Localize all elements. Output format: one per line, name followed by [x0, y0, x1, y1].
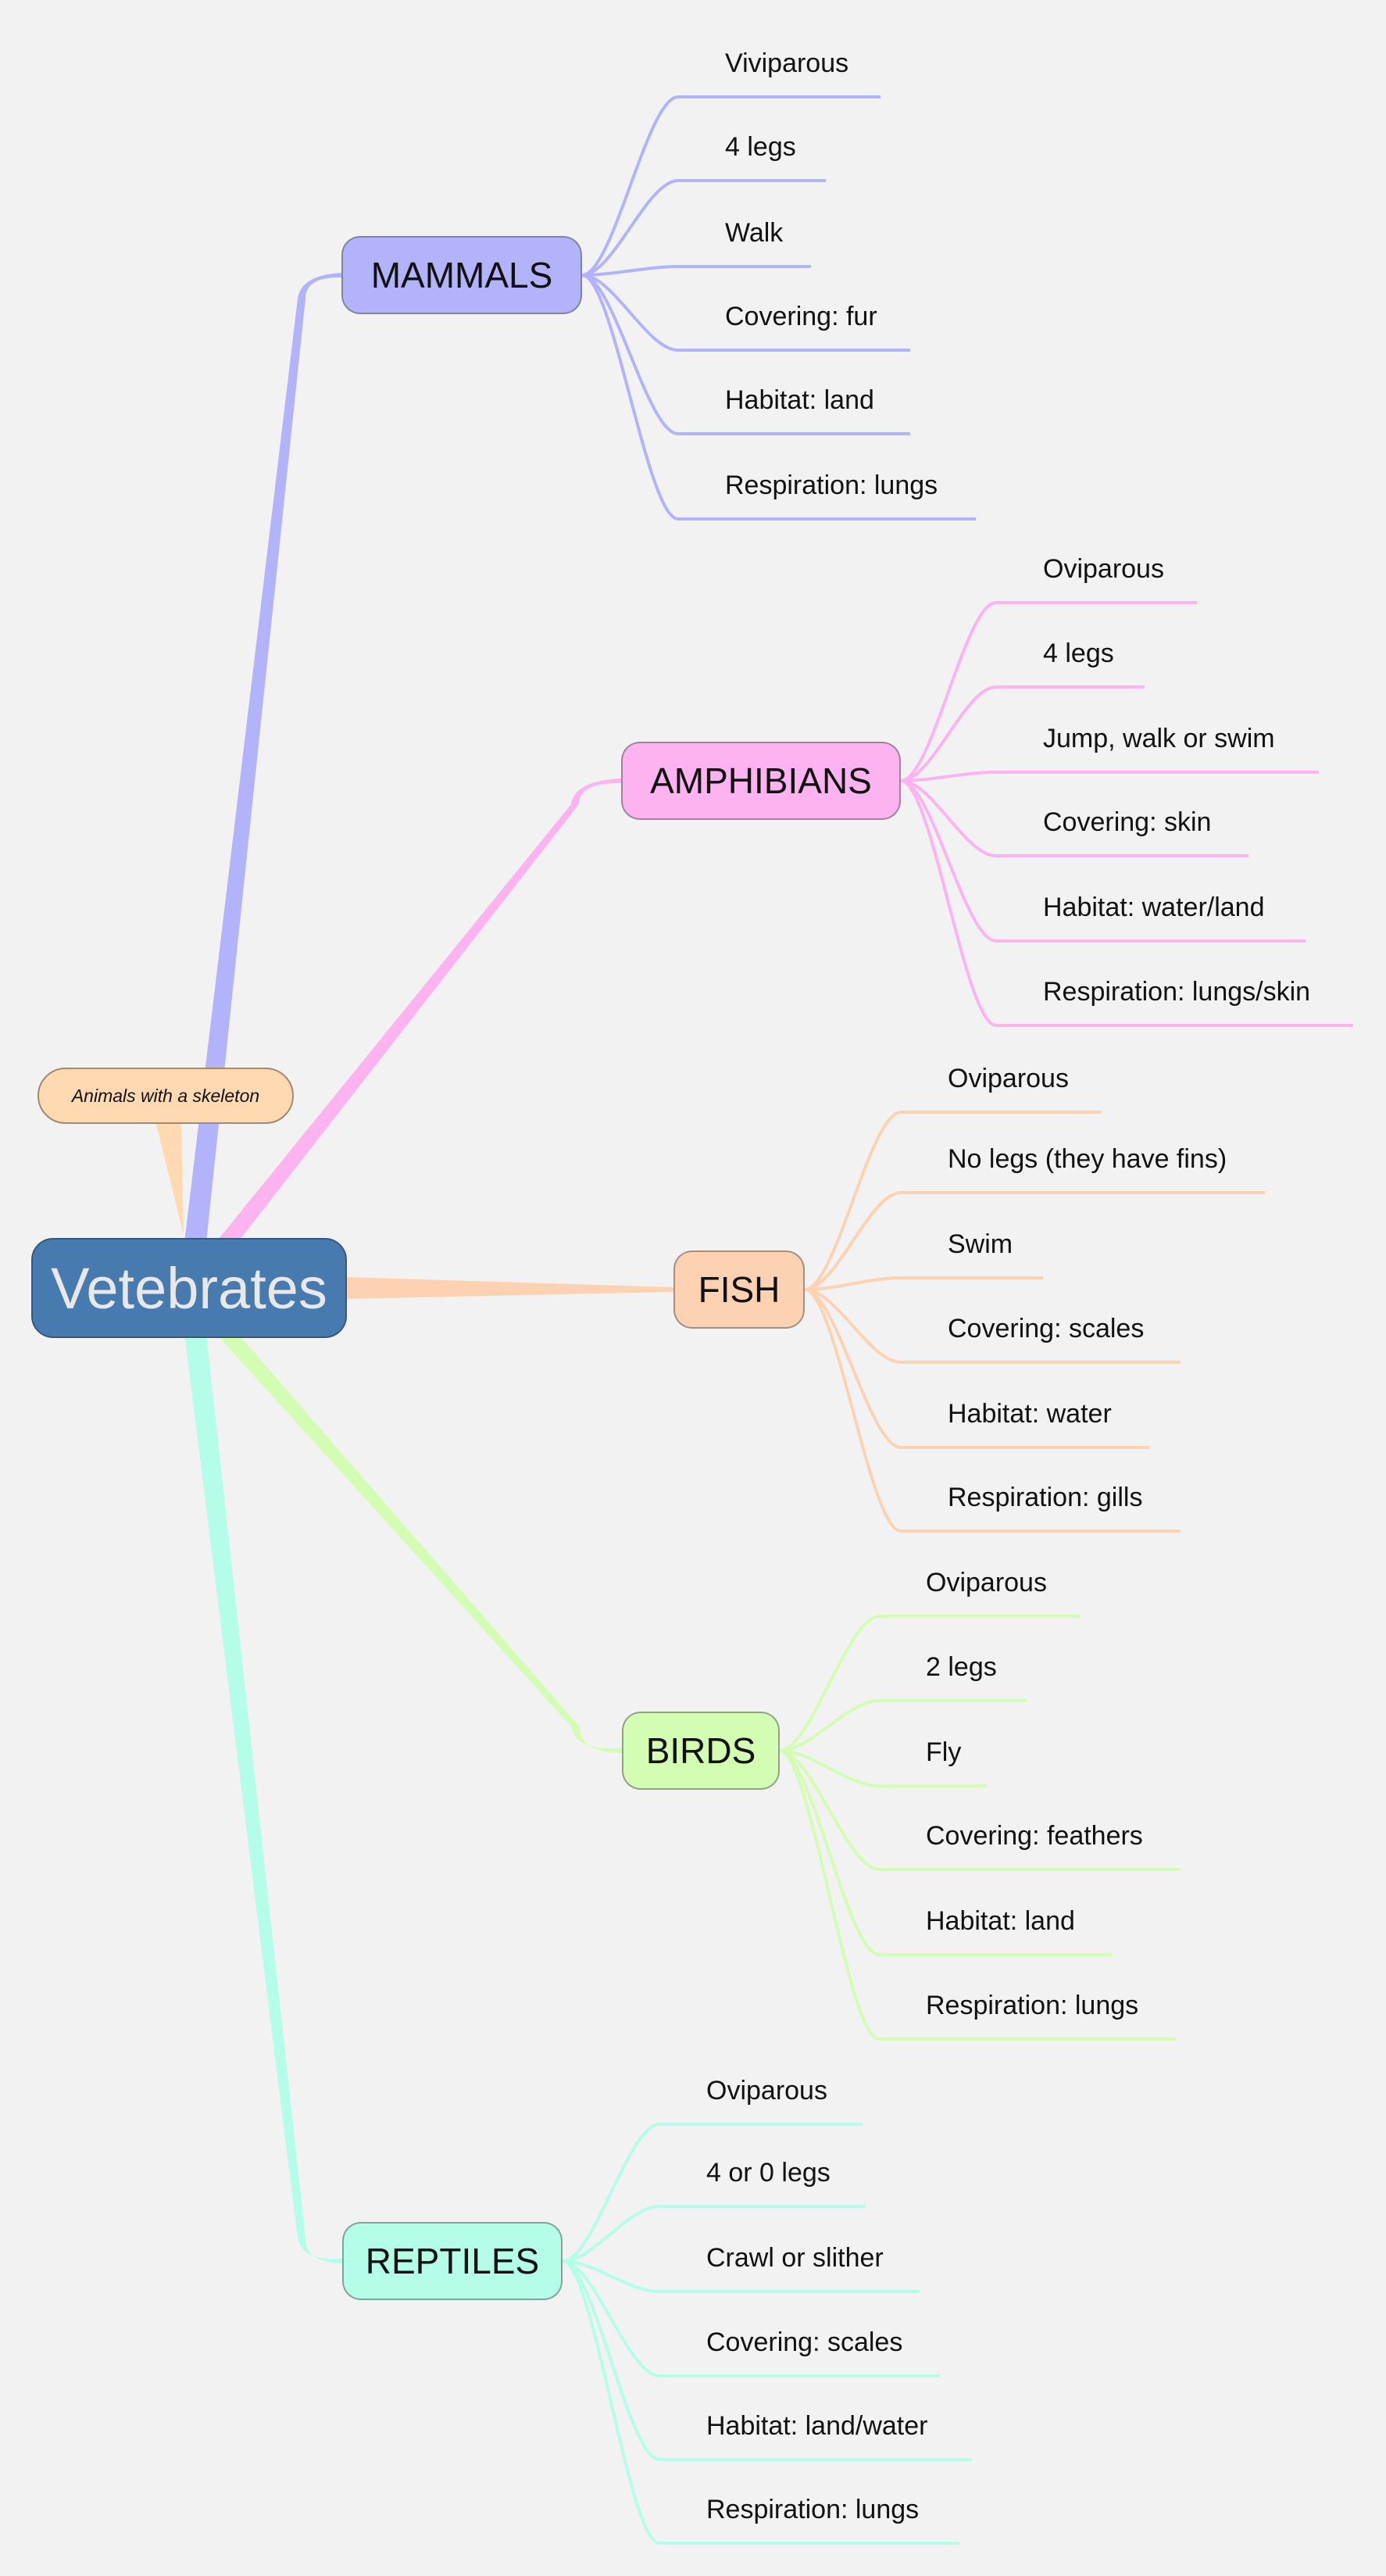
leaf-fish[interactable]: Respiration: gills	[948, 1483, 1143, 1512]
leaf-reptiles[interactable]: Crawl or slither	[706, 2243, 884, 2273]
branch-birds	[216, 1333, 622, 1753]
leaf-reptiles[interactable]: Habitat: land/water	[706, 2411, 928, 2441]
leaf-connector	[804, 1276, 1043, 1291]
leaf-connector	[804, 1288, 1181, 1533]
note-text: Animals with a skeleton	[71, 1085, 260, 1106]
leaf-connector	[804, 1191, 1265, 1291]
leaf-reptiles[interactable]: Covering: scales	[706, 2327, 903, 2357]
leaf-connector	[779, 1699, 1027, 1752]
branch-reptiles	[184, 1333, 342, 2263]
note-pointer	[156, 1124, 184, 1235]
leaf-connector	[562, 2259, 920, 2293]
leaf-amphibians[interactable]: Respiration: lungs/skin	[1043, 977, 1311, 1007]
leaf-birds[interactable]: Fly	[926, 1737, 962, 1767]
leaf-connector	[562, 2205, 866, 2263]
leaf-connector	[562, 2123, 863, 2263]
leaf-reptiles[interactable]: Respiration: lungs	[706, 2495, 920, 2524]
leaf-amphibians[interactable]: Jump, walk or swim	[1043, 724, 1275, 753]
leaf-connector	[804, 1288, 1149, 1449]
leaf-connector	[581, 274, 976, 521]
leaf-amphibians[interactable]: Oviparous	[1043, 554, 1164, 584]
leaf-birds[interactable]: Oviparous	[926, 1568, 1047, 1597]
leaf-connector	[804, 1288, 1181, 1364]
leaf-connector	[779, 1749, 1181, 1871]
leaf-connector	[804, 1111, 1102, 1291]
leaf-connector	[779, 1615, 1081, 1752]
leaf-connector	[581, 274, 910, 352]
leaf-mammals[interactable]: Covering: fur	[725, 302, 877, 331]
leaf-fish[interactable]: Habitat: water	[948, 1399, 1112, 1429]
leaf-connector	[562, 2259, 939, 2377]
leaf-fish[interactable]: Swim	[948, 1229, 1013, 1259]
leaf-reptiles[interactable]: Oviparous	[706, 2076, 827, 2106]
leaf-connector	[900, 601, 1197, 782]
leaf-connector	[562, 2259, 959, 2545]
leaf-birds[interactable]: Habitat: land	[926, 1906, 1075, 1936]
leaf-amphibians[interactable]: 4 legs	[1043, 639, 1114, 668]
leaf-fish[interactable]: No legs (they have fins)	[948, 1144, 1227, 1174]
leaf-mammals[interactable]: Walk	[725, 218, 784, 248]
leaf-connector	[900, 685, 1145, 782]
leaf-mammals[interactable]: Respiration: lungs	[725, 470, 938, 500]
category-label: REPTILES	[365, 2241, 540, 2281]
leaf-connector	[900, 779, 1306, 943]
category-node-mammals[interactable]: MAMMALS	[341, 236, 582, 314]
leaf-fish[interactable]: Oviparous	[948, 1064, 1069, 1093]
root-node[interactable]: Vetebrates	[31, 1238, 347, 1338]
leaf-connector	[900, 771, 1319, 782]
category-label: BIRDS	[645, 1730, 756, 1771]
category-label: AMPHIBIANS	[650, 760, 872, 801]
leaf-mammals[interactable]: Viviparous	[725, 48, 849, 78]
category-node-fish[interactable]: FISH	[673, 1250, 805, 1329]
leaf-connector	[900, 779, 1353, 1027]
leaf-connector	[779, 1749, 1176, 2041]
leaf-connector	[779, 1749, 987, 1787]
leaf-connector	[581, 179, 826, 277]
branch-mammals	[184, 273, 341, 1243]
leaf-birds[interactable]: 2 legs	[926, 1652, 997, 1682]
note-callout[interactable]: Animals with a skeleton	[38, 1068, 294, 1124]
leaf-amphibians[interactable]: Covering: skin	[1043, 807, 1212, 837]
category-node-reptiles[interactable]: REPTILES	[342, 2222, 563, 2300]
leaf-mammals[interactable]: Habitat: land	[725, 385, 874, 415]
leaf-birds[interactable]: Respiration: lungs	[926, 1991, 1139, 2020]
leaf-mammals[interactable]: 4 legs	[725, 132, 796, 162]
leaf-reptiles[interactable]: 4 or 0 legs	[706, 2158, 831, 2188]
branch-fish	[346, 1277, 673, 1299]
leaf-amphibians[interactable]: Habitat: water/land	[1043, 893, 1265, 922]
leaf-birds[interactable]: Covering: feathers	[926, 1821, 1143, 1851]
leaf-connector	[581, 274, 910, 435]
leaf-connector	[581, 265, 811, 277]
category-node-birds[interactable]: BIRDS	[622, 1712, 780, 1790]
category-node-amphibians[interactable]: AMPHIBIANS	[621, 742, 901, 820]
branch-amphibians	[216, 778, 621, 1243]
category-label: FISH	[698, 1269, 781, 1310]
root-label: Vetebrates	[51, 1255, 327, 1321]
category-label: MAMMALS	[370, 255, 553, 295]
leaf-connector	[581, 95, 881, 277]
leaf-connector	[900, 779, 1248, 857]
leaf-connector	[562, 2259, 972, 2461]
leaf-connector	[779, 1749, 1112, 1956]
leaf-fish[interactable]: Covering: scales	[948, 1314, 1145, 1343]
